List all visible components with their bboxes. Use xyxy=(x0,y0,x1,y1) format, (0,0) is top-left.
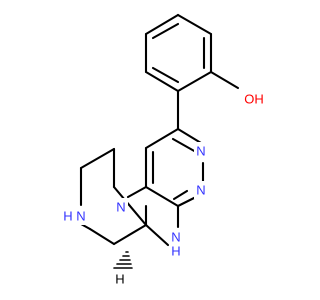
hydroxyl-bond xyxy=(209,70,240,90)
fused-saturated-rings xyxy=(79,147,180,247)
hydroxyl-label: OH xyxy=(244,92,264,107)
pyridazine-nitrogen-lower: N xyxy=(196,183,205,198)
piperazine-nitrogen: N xyxy=(76,209,85,224)
amine-nitrogen: N xyxy=(171,230,180,245)
phenol-ring xyxy=(144,13,213,93)
pyridazine-nitrogen-upper: N xyxy=(196,144,205,159)
piperazine-hydrogen: H xyxy=(63,209,72,224)
amine-hydrogen: H xyxy=(171,244,180,259)
stereocenter-hydrogen: H xyxy=(115,272,124,287)
stereo-hash-bond xyxy=(113,251,133,269)
pyridazine-ring xyxy=(144,127,205,208)
molecule-structure: OH N N N N H N H H xyxy=(63,13,270,287)
atom-labels: OH N N N N H N H H xyxy=(63,90,270,287)
junction-nitrogen: N xyxy=(116,200,125,215)
